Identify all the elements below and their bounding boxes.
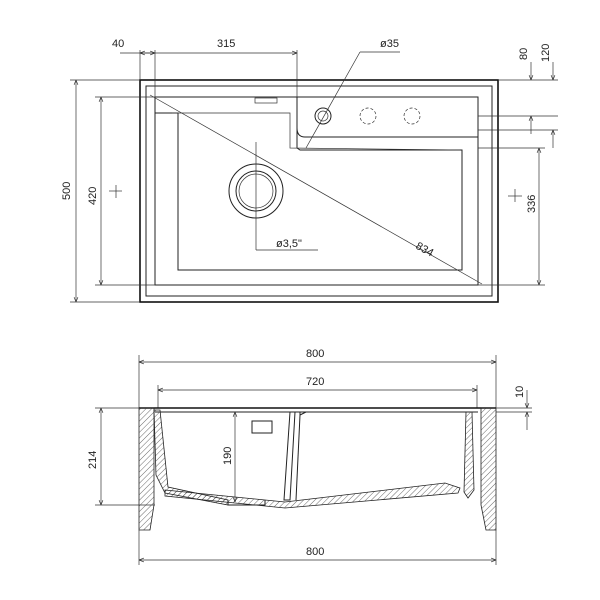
overflow-slot [254,97,278,104]
dim-text-bowl-depth-right: 336 [526,195,538,213]
overflow-section [251,420,273,434]
dim-text-total-depth: 500 [61,182,73,200]
tap-hole-optional-2 [403,107,421,125]
dim-text-total-width-bottom: 800 [306,546,324,558]
bowl-floor [164,482,461,509]
sink-inner-outline [145,85,493,297]
dim-text-bowl-height: 190 [222,447,234,465]
dim-text-edge-offset: 40 [112,38,124,50]
diagonal-line [149,94,483,285]
divider-wall [283,411,296,501]
dim-text-rim-thickness: 10 [514,386,526,398]
tap-deck [297,96,479,137]
bowl-rim [154,97,479,286]
dim-text-inner-width: 720 [306,376,324,388]
section-view: 800 720 10 214 [87,348,532,565]
right-bowl-wall [463,411,475,499]
dim-text-drain: ø3,5" [276,238,302,250]
sink-outer-outline [139,79,499,303]
dim-text-tap-offset-small: 80 [518,48,530,60]
bowl-outline [154,96,463,271]
left-wall-section [138,407,155,531]
dim-text-tap-hole: ø35 [380,38,399,50]
tap-hole-leader [305,51,361,149]
dim-text-total-height: 214 [87,451,99,469]
dim-text-total-width-top: 800 [306,348,324,360]
bowl-inner [172,112,461,151]
dim-text-bowl-depth: 420 [87,187,99,205]
tap-hole-main-inner [317,110,329,122]
right-wall-section [480,407,497,531]
tap-deck-chamfer [299,411,307,416]
drain-outlet [227,500,266,506]
dim-text-diagonal: 834 [414,240,436,259]
tap-hole-main [314,107,332,125]
dim-text-hole-spacing: 315 [217,38,235,50]
dim-text-tap-offset-large: 120 [540,44,552,62]
tap-deck-wall [295,414,301,501]
top-view: 40 315 ø35 80 120 500 420 336 [61,38,558,303]
tap-hole-optional-1 [359,107,377,125]
